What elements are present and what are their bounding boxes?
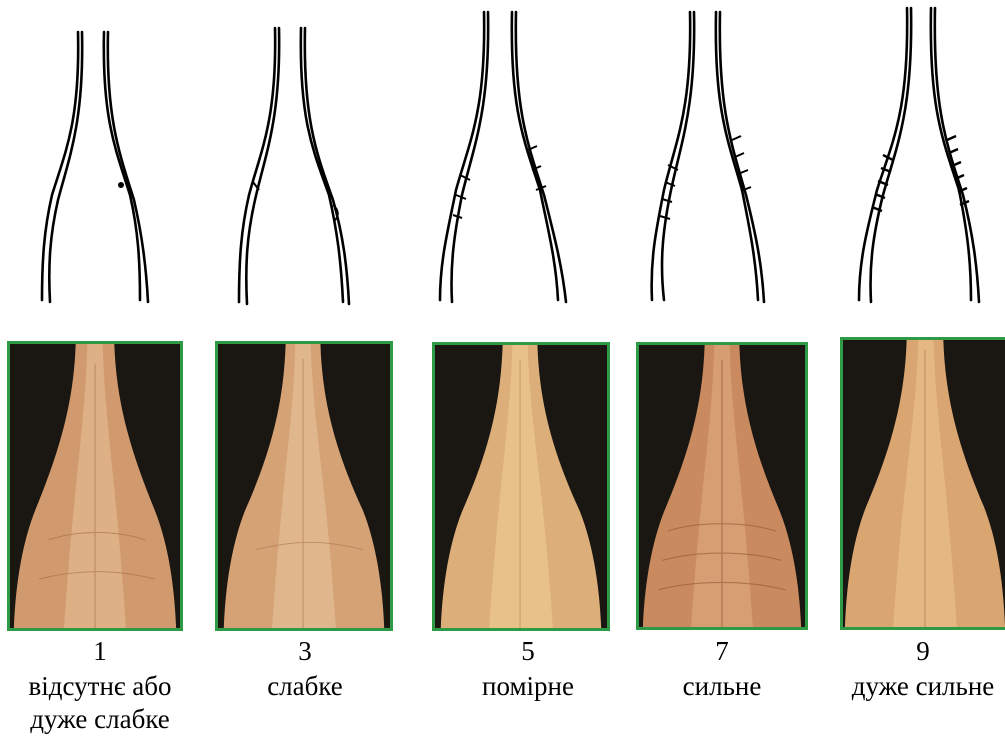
level-score: 3: [205, 636, 405, 666]
level-panel-1: 1 відсутнє або дуже слабке: [0, 0, 200, 735]
ligule-photo-3: [215, 341, 393, 631]
level-score: 1: [0, 636, 200, 666]
level-panel-7: 7 сильне: [630, 0, 805, 735]
ligule-photo-1: [7, 341, 183, 631]
level-score: 9: [823, 636, 1005, 666]
level-label-line2: дуже слабке: [0, 703, 210, 736]
ligule-photo-9: [840, 337, 1005, 630]
ligule-sketch-7: [630, 0, 805, 320]
ligule-sketch-5: [420, 0, 620, 320]
level-panel-9: 9 дуже сильне: [835, 0, 1005, 735]
ligule-photo-7: [636, 342, 808, 630]
ligule-sketch-3: [205, 0, 405, 320]
level-score: 5: [428, 636, 628, 666]
ligule-sketch-1: [0, 0, 200, 320]
level-score: 7: [622, 636, 822, 666]
ligule-sketch-9: [835, 0, 1005, 320]
level-label: відсутнє або: [0, 670, 210, 703]
level-label: помірне: [418, 670, 638, 703]
ligule-photo-5: [432, 342, 610, 631]
level-panel-5: 5 помірне: [420, 0, 620, 735]
level-label: слабке: [195, 670, 415, 703]
level-label: сильне: [612, 670, 832, 703]
level-label: дуже сильне: [813, 670, 1005, 703]
level-panel-3: 3 слабке: [205, 0, 405, 735]
